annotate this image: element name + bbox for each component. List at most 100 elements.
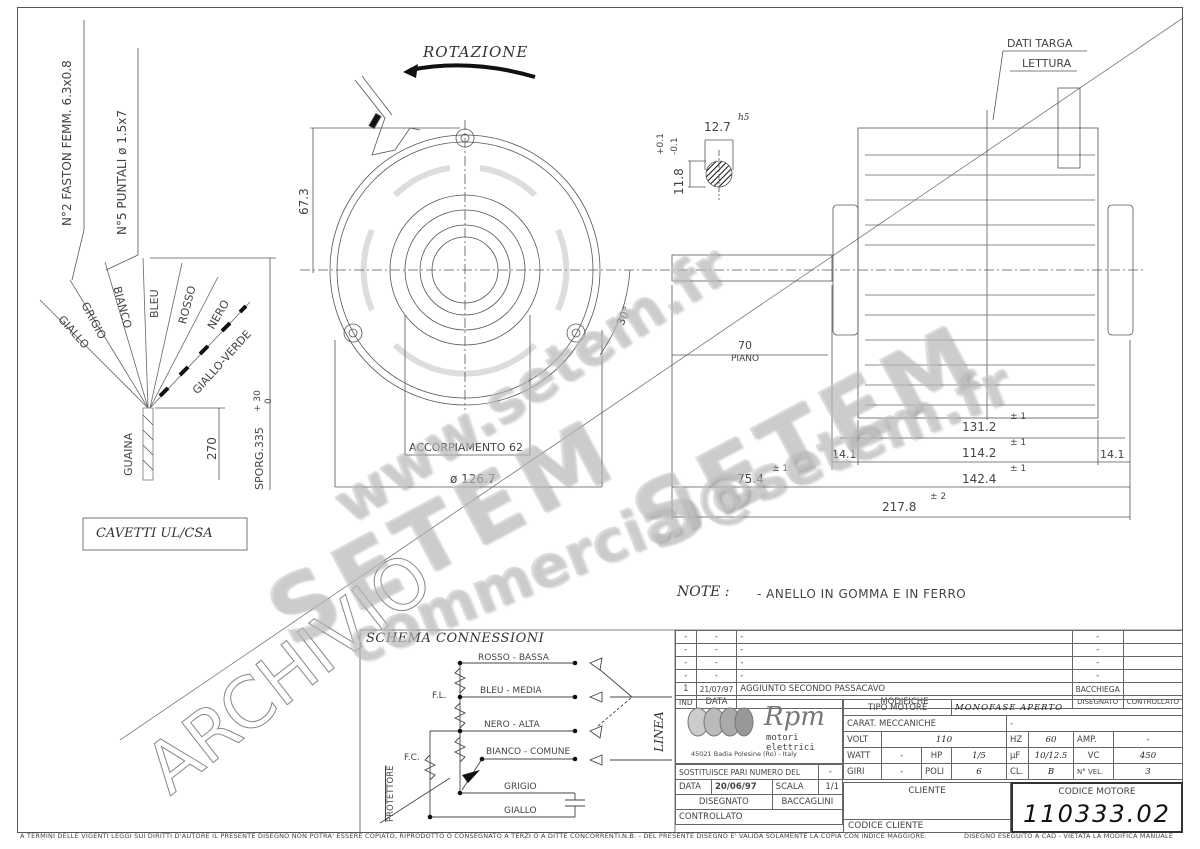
giri-value: - <box>881 763 922 780</box>
rev-disegnato: - <box>1071 630 1124 644</box>
dim-114-2: 114.2 <box>962 446 997 460</box>
scala-value: 1/1 <box>817 779 844 795</box>
scala-label: SCALA <box>771 779 819 795</box>
puntali-label: N°5 PUNTALI ø 1.5x7 <box>115 109 129 235</box>
schema-protettore-label: PROTETTORE <box>386 765 396 823</box>
cliente-block: CLIENTE CODICE CLIENTE <box>843 782 1011 833</box>
uf-value: 10/12.5 <box>1028 747 1074 764</box>
footer-copyright: A TERMINI DELLE VIGENTI LEGGI SUI DIRITT… <box>20 832 623 840</box>
dim-217-8: 217.8 <box>882 500 917 514</box>
shaft-flat-tol-plus: +0.1 <box>656 133 666 155</box>
controllato-label: CONTROLLATO <box>675 809 843 825</box>
rev-desc: - <box>736 656 1073 670</box>
rev-controllato <box>1122 656 1184 670</box>
rev-disegnato: - <box>1071 669 1124 683</box>
amp-value: - <box>1113 731 1183 748</box>
company-name: Rpm <box>764 702 825 732</box>
rev-disegnato: - <box>1071 643 1124 657</box>
rev-ind: - <box>675 656 697 670</box>
coupling-dim: ACCORPIAMENTO 62 <box>409 441 523 454</box>
cable-length-dim: 270 <box>205 437 219 460</box>
company-address: 45021 Badia Polesine (Ro) - Italy <box>691 750 797 758</box>
shaft-flat-dim: 11.8 <box>672 168 686 195</box>
rev-data: - <box>695 643 738 657</box>
volt-label: VOLT <box>843 731 882 748</box>
guaina-label: GUAINA <box>122 432 135 476</box>
dim-217-8-tol: ± 2 <box>930 492 947 502</box>
rev-ind: - <box>675 669 697 683</box>
sporg-dim: SPORG.335 <box>253 427 266 490</box>
faston-label: N°2 FASTON FEMM. 6.3x0.8 <box>60 60 74 226</box>
rev-data: - <box>695 669 738 683</box>
disegnato-value: BACCAGLINI <box>771 794 844 810</box>
volt-value: 110 <box>881 731 1007 748</box>
dim-131-2: 131.2 <box>962 420 997 434</box>
cavetti-ul-csa-label: CAVETTI UL/CSA <box>96 526 213 541</box>
rev-controllato <box>1122 630 1184 644</box>
schema-linea-label: LINEA <box>652 711 666 752</box>
codice-motore-block: CODICE MOTORE 110333.02 <box>1011 782 1183 833</box>
vc-value: 450 <box>1113 747 1183 764</box>
note-label: NOTE : <box>677 584 730 600</box>
data-label: DATA <box>675 779 712 795</box>
cl-label: CL. <box>1006 763 1029 780</box>
codice-cliente-label: CODICE CLIENTE <box>848 821 924 831</box>
dim-75-4: 75.4 <box>737 472 764 486</box>
schema-line-bleu: BLEU - MEDIA <box>480 686 542 696</box>
schema-title: SCHEMA CONNESSIONI <box>366 631 545 646</box>
rev-ind: - <box>675 630 697 644</box>
watt-value: - <box>881 747 922 764</box>
schema-line-grigio: GRIGIO <box>504 782 537 792</box>
end-dim-left: 14.1 <box>832 448 857 461</box>
dim-75-4-tol: ± 1 <box>772 464 789 474</box>
revision-row: ---- <box>675 643 1184 657</box>
rev-controllato <box>1122 669 1184 683</box>
revision-row: ---- <box>675 656 1184 670</box>
piano-dim: 70 <box>738 339 752 352</box>
rpm-logo-icon <box>687 707 754 737</box>
rev-desc: - <box>736 630 1073 644</box>
uf-label: µF <box>1006 747 1029 764</box>
shaft-flat-tol-minus: -0.1 <box>670 137 680 155</box>
schema-line-bianco: BIANCO - COMUNE <box>486 747 571 757</box>
end-dim-right: 14.1 <box>1100 448 1125 461</box>
rev-data: - <box>695 656 738 670</box>
drawing-frame <box>17 7 1183 833</box>
footer-cad: DISEGNO ESEGUITO A CAD - VIETATA LA MODI… <box>964 832 1174 840</box>
schema-fc-label: F.C. <box>404 753 420 763</box>
watt-label: WATT <box>843 747 882 764</box>
rev-data: - <box>695 630 738 644</box>
schema-line-nero: NERO - ALTA <box>484 720 540 730</box>
dim-114-2-tol: ± 1 <box>1010 438 1027 448</box>
rev-disegnato: BACCHIEGA <box>1071 682 1124 696</box>
dim-142-4-tol: ± 1 <box>1010 464 1027 474</box>
rev-disegnato: - <box>1071 656 1124 670</box>
giri-label: GIRI <box>843 763 882 780</box>
shaft-width-dim: 12.7 <box>704 120 731 134</box>
dati-targa-label: DATI TARGA <box>1007 37 1073 50</box>
rev-desc: - <box>736 669 1073 683</box>
nvel-label: N° VEL. <box>1073 763 1114 780</box>
footer-nb: N.B. - DEL PRESENTE DISEGNO E' VALIDA SO… <box>622 832 927 840</box>
hz-label: HZ <box>1006 731 1029 748</box>
revision-row: ---- <box>675 630 1184 644</box>
rev-ind: 1 <box>675 682 697 696</box>
note-text: - ANELLO IN GOMMA E IN FERRO <box>757 587 967 601</box>
amp-label: AMP. <box>1073 731 1114 748</box>
hp-value: 1/5 <box>951 747 1007 764</box>
rev-desc: - <box>736 643 1073 657</box>
hp-label: HP <box>921 747 952 764</box>
shaft-tolerance-class: h5 <box>738 113 750 123</box>
dim-131-2-tol: ± 1 <box>1010 412 1027 422</box>
carat-meccaniche-value: - <box>1006 715 1183 732</box>
diameter-dim: ø 126.7 <box>450 472 496 486</box>
nvel-value: 3 <box>1113 763 1183 780</box>
sostituisce-label: SOSTITUISCE PARI NUMERO DEL <box>675 764 819 780</box>
lettura-label: LETTURA <box>1022 57 1072 70</box>
schema-line-rosso: ROSSO - BASSA <box>478 653 549 663</box>
vc-label: VC <box>1073 747 1114 764</box>
piano-label: PIANO <box>731 354 760 364</box>
